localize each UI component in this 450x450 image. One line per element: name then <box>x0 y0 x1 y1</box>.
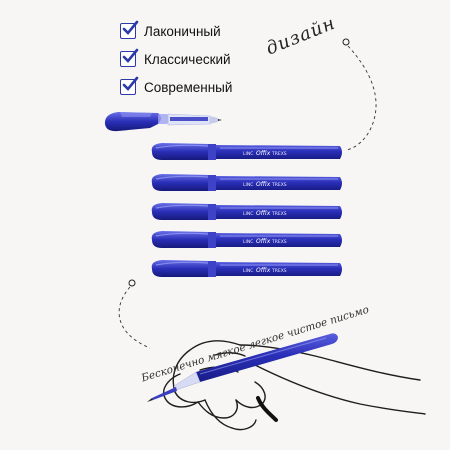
svg-text:Offix: Offix <box>256 267 271 274</box>
capped-pen: LINC Offix TREXS <box>151 260 342 277</box>
svg-text:LINC: LINC <box>243 182 253 188</box>
open-pen <box>104 112 222 132</box>
checkmark-icon <box>122 48 139 63</box>
checkmark-icon <box>122 20 139 35</box>
capped-pen: LINC Offix TREXS <box>151 231 342 248</box>
pointer-dot-icon <box>128 279 136 287</box>
svg-text:LINC: LINC <box>243 239 253 245</box>
svg-text:TREXS: TREXS <box>271 239 287 245</box>
svg-text:Offix: Offix <box>256 238 271 245</box>
checkbox-icon <box>120 20 139 39</box>
capped-pen: LINC Offix TREXS <box>151 174 342 191</box>
feature-label: Классический <box>144 51 231 67</box>
svg-text:TREXS: TREXS <box>271 268 287 274</box>
svg-text:LINC: LINC <box>243 151 253 157</box>
capped-pen: LINC Offix TREXS <box>151 203 342 220</box>
checkbox-icon <box>120 48 139 67</box>
feature-label: Современный <box>144 79 233 95</box>
feature-list: Лаконичный Классический Современный <box>120 20 233 106</box>
hand-with-pen-sketch <box>163 340 426 431</box>
feature-item: Современный <box>120 76 233 96</box>
svg-text:TREXS: TREXS <box>271 151 287 157</box>
svg-text:Offix: Offix <box>256 150 271 157</box>
feature-item: Классический <box>120 48 232 68</box>
checkbox-icon <box>120 76 139 95</box>
svg-text:TREXS: TREXS <box>271 182 287 188</box>
feature-item: Лаконичный <box>120 20 232 40</box>
svg-text:TREXS: TREXS <box>271 211 287 217</box>
checkmark-icon <box>122 76 139 91</box>
pointer-dot-icon <box>342 38 350 46</box>
svg-text:Offix: Offix <box>256 181 271 188</box>
dashed-arrow-icon <box>344 45 377 151</box>
dashed-arrow-icon <box>118 286 151 349</box>
feature-label: Лаконичный <box>144 23 221 39</box>
svg-text:LINC: LINC <box>243 211 253 217</box>
capped-pen: LINC Offix TREXS <box>151 143 342 160</box>
bracelet-icon <box>256 396 278 422</box>
writing-pen <box>147 333 338 402</box>
svg-text:LINC: LINC <box>243 268 253 274</box>
svg-text:Offix: Offix <box>256 210 271 217</box>
